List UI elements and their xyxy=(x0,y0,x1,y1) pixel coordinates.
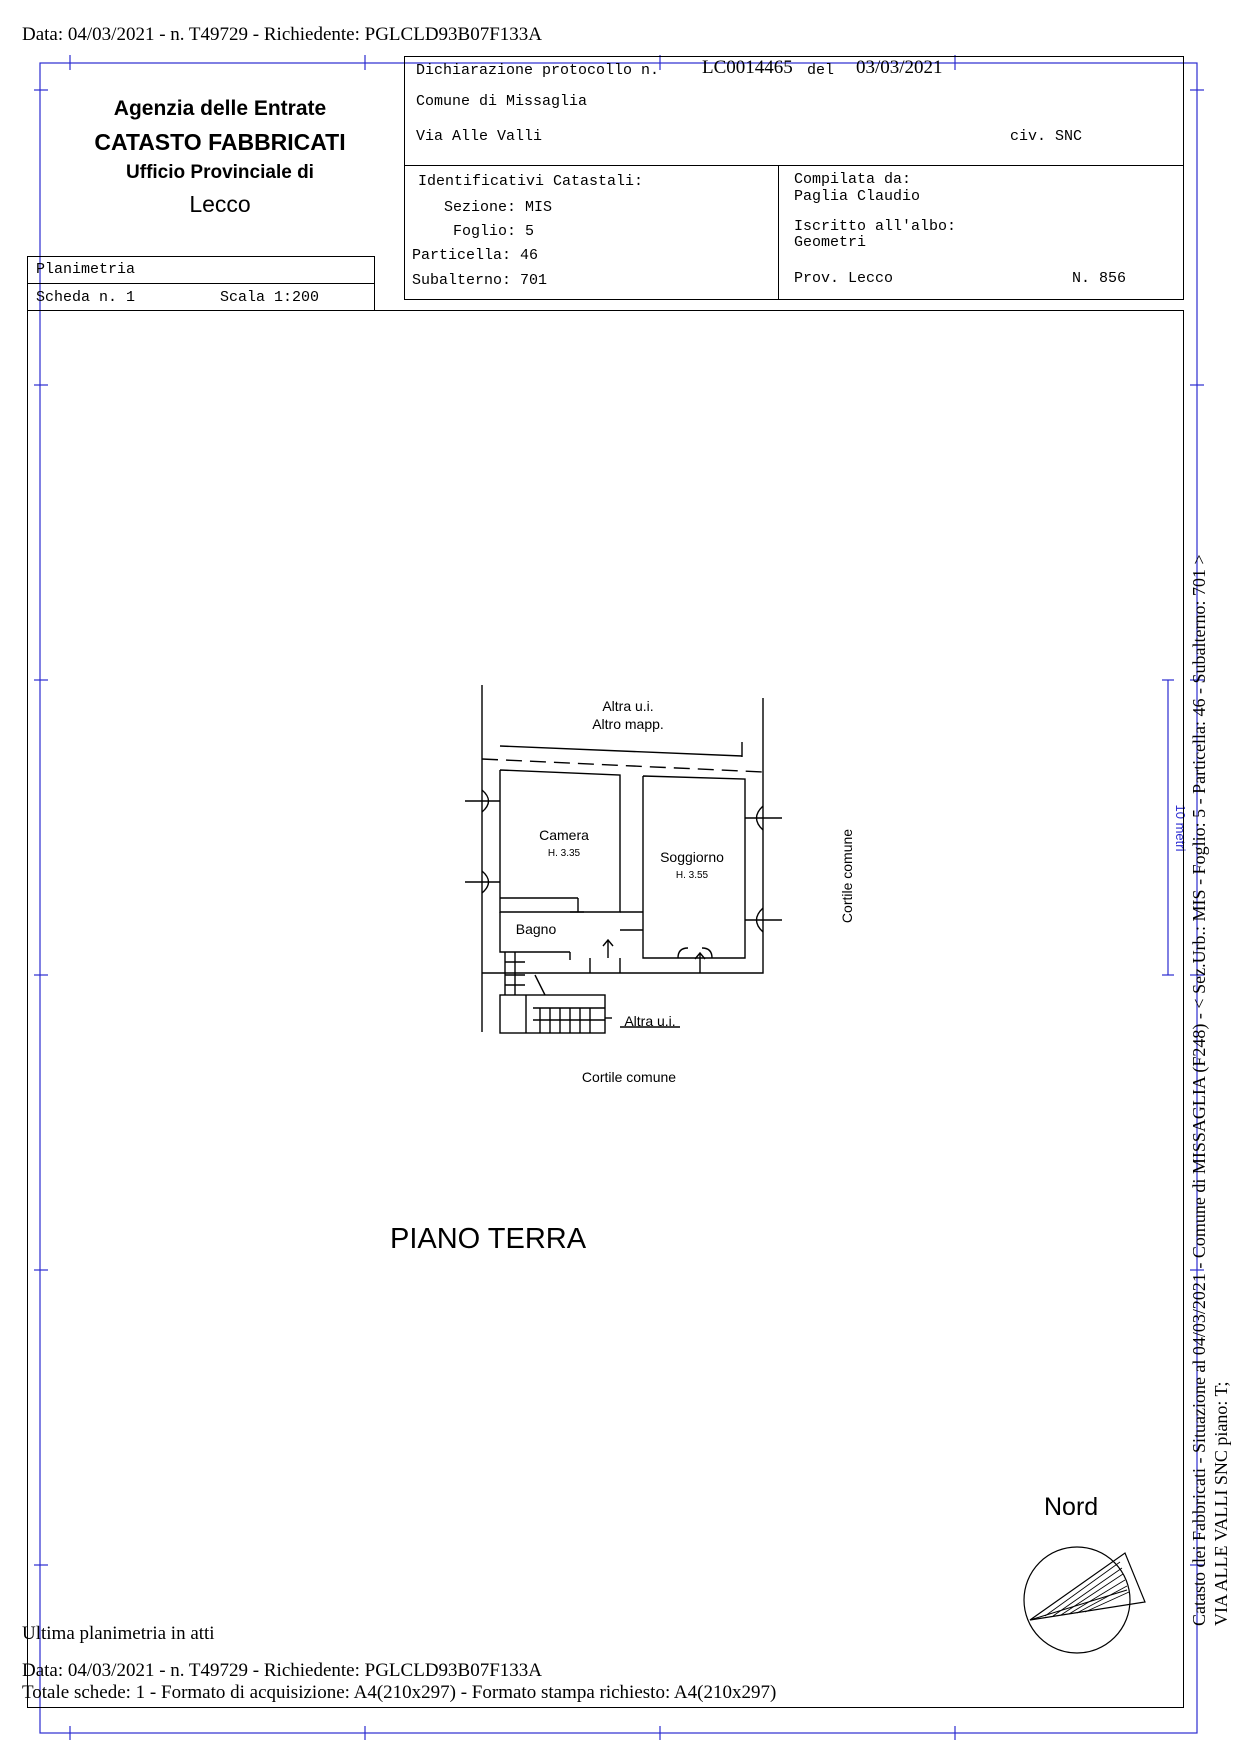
header-line: Data: 04/03/2021 - n. T49729 - Richieden… xyxy=(22,24,542,45)
scheda-divider xyxy=(27,283,375,284)
plan-label-camera-h: H. 3.35 xyxy=(548,848,581,859)
drawing-frame xyxy=(27,310,1184,1708)
side-info: Catasto dei Fabbricati - Situazione al 0… xyxy=(1188,356,1232,1626)
compiler-name: Paglia Claudio xyxy=(794,188,921,205)
footer-totale: Totale schede: 1 - Formato di acquisizio… xyxy=(22,1682,777,1703)
compiler-number: N. 856 xyxy=(1072,270,1127,287)
plan-label-altro-mapp: Altro mapp. xyxy=(592,716,664,732)
side-info-line1: Catasto dei Fabbricati - Situazione al 0… xyxy=(1189,554,1209,1626)
plan-label-cortile-bottom: Cortile comune xyxy=(582,1069,676,1085)
scheda-number: Scheda n. 1 xyxy=(36,289,136,306)
declaration-label: Dichiarazione protocollo n. xyxy=(416,62,660,79)
plan-label-altra-ui-top: Altra u.i. xyxy=(602,698,653,714)
albo-label: Iscritto all'albo: xyxy=(794,218,957,235)
subalterno-value: Subalterno: 701 xyxy=(412,272,548,289)
plan-label-camera: Camera xyxy=(539,827,589,843)
footer-data: Data: 04/03/2021 - n. T49729 - Richieden… xyxy=(22,1660,542,1681)
comune-label: Comune di Missaglia xyxy=(416,93,588,110)
plan-label-bagno: Bagno xyxy=(516,921,557,937)
plan-label-cortile-right: Cortile comune xyxy=(839,829,855,923)
agency-name: Agenzia delle Entrate xyxy=(113,97,327,120)
catasto-title: CATASTO FABBRICATI xyxy=(94,129,346,155)
sezione-value: Sezione: MIS xyxy=(444,199,553,216)
planimetria-label: Planimetria xyxy=(36,261,136,278)
civic-label: civ. SNC xyxy=(1010,128,1083,145)
compiler-box xyxy=(778,165,1184,300)
declaration-del: del xyxy=(807,62,835,79)
ufficio-label: Ufficio Provinciale di xyxy=(126,162,314,183)
plan-label-soggiorno: Soggiorno xyxy=(660,849,724,865)
particella-value: Particella: 46 xyxy=(412,247,539,264)
north-label: Nord xyxy=(1044,1493,1099,1521)
street-label: Via Alle Valli xyxy=(416,128,543,145)
foglio-value: Foglio: 5 xyxy=(453,223,535,240)
provincia-label: Lecco xyxy=(189,191,251,217)
compiler-prov: Prov. Lecco xyxy=(794,270,894,287)
floor-label: PIANO TERRA xyxy=(390,1223,587,1255)
compiler-label: Compilata da: xyxy=(794,171,912,188)
declaration-date: 03/03/2021 xyxy=(856,57,943,78)
north-arrow-icon xyxy=(1023,1546,1146,1654)
scale-bar-label: 10 metri xyxy=(1173,805,1188,852)
plan-label-soggiorno-h: H. 3.55 xyxy=(676,870,709,881)
plan-label-altra-ui-bottom: Altra u.i. xyxy=(624,1013,675,1029)
albo-value: Geometri xyxy=(794,234,867,251)
declaration-number: LC0014465 xyxy=(702,57,793,78)
footer-ultima: Ultima planimetria in atti xyxy=(22,1623,215,1644)
identifiers-title: Identificativi Catastali: xyxy=(418,173,644,190)
scheda-scale: Scala 1:200 xyxy=(220,289,320,306)
side-info-line2: VIA ALLE VALLI SNC piano: T; xyxy=(1211,1381,1231,1626)
